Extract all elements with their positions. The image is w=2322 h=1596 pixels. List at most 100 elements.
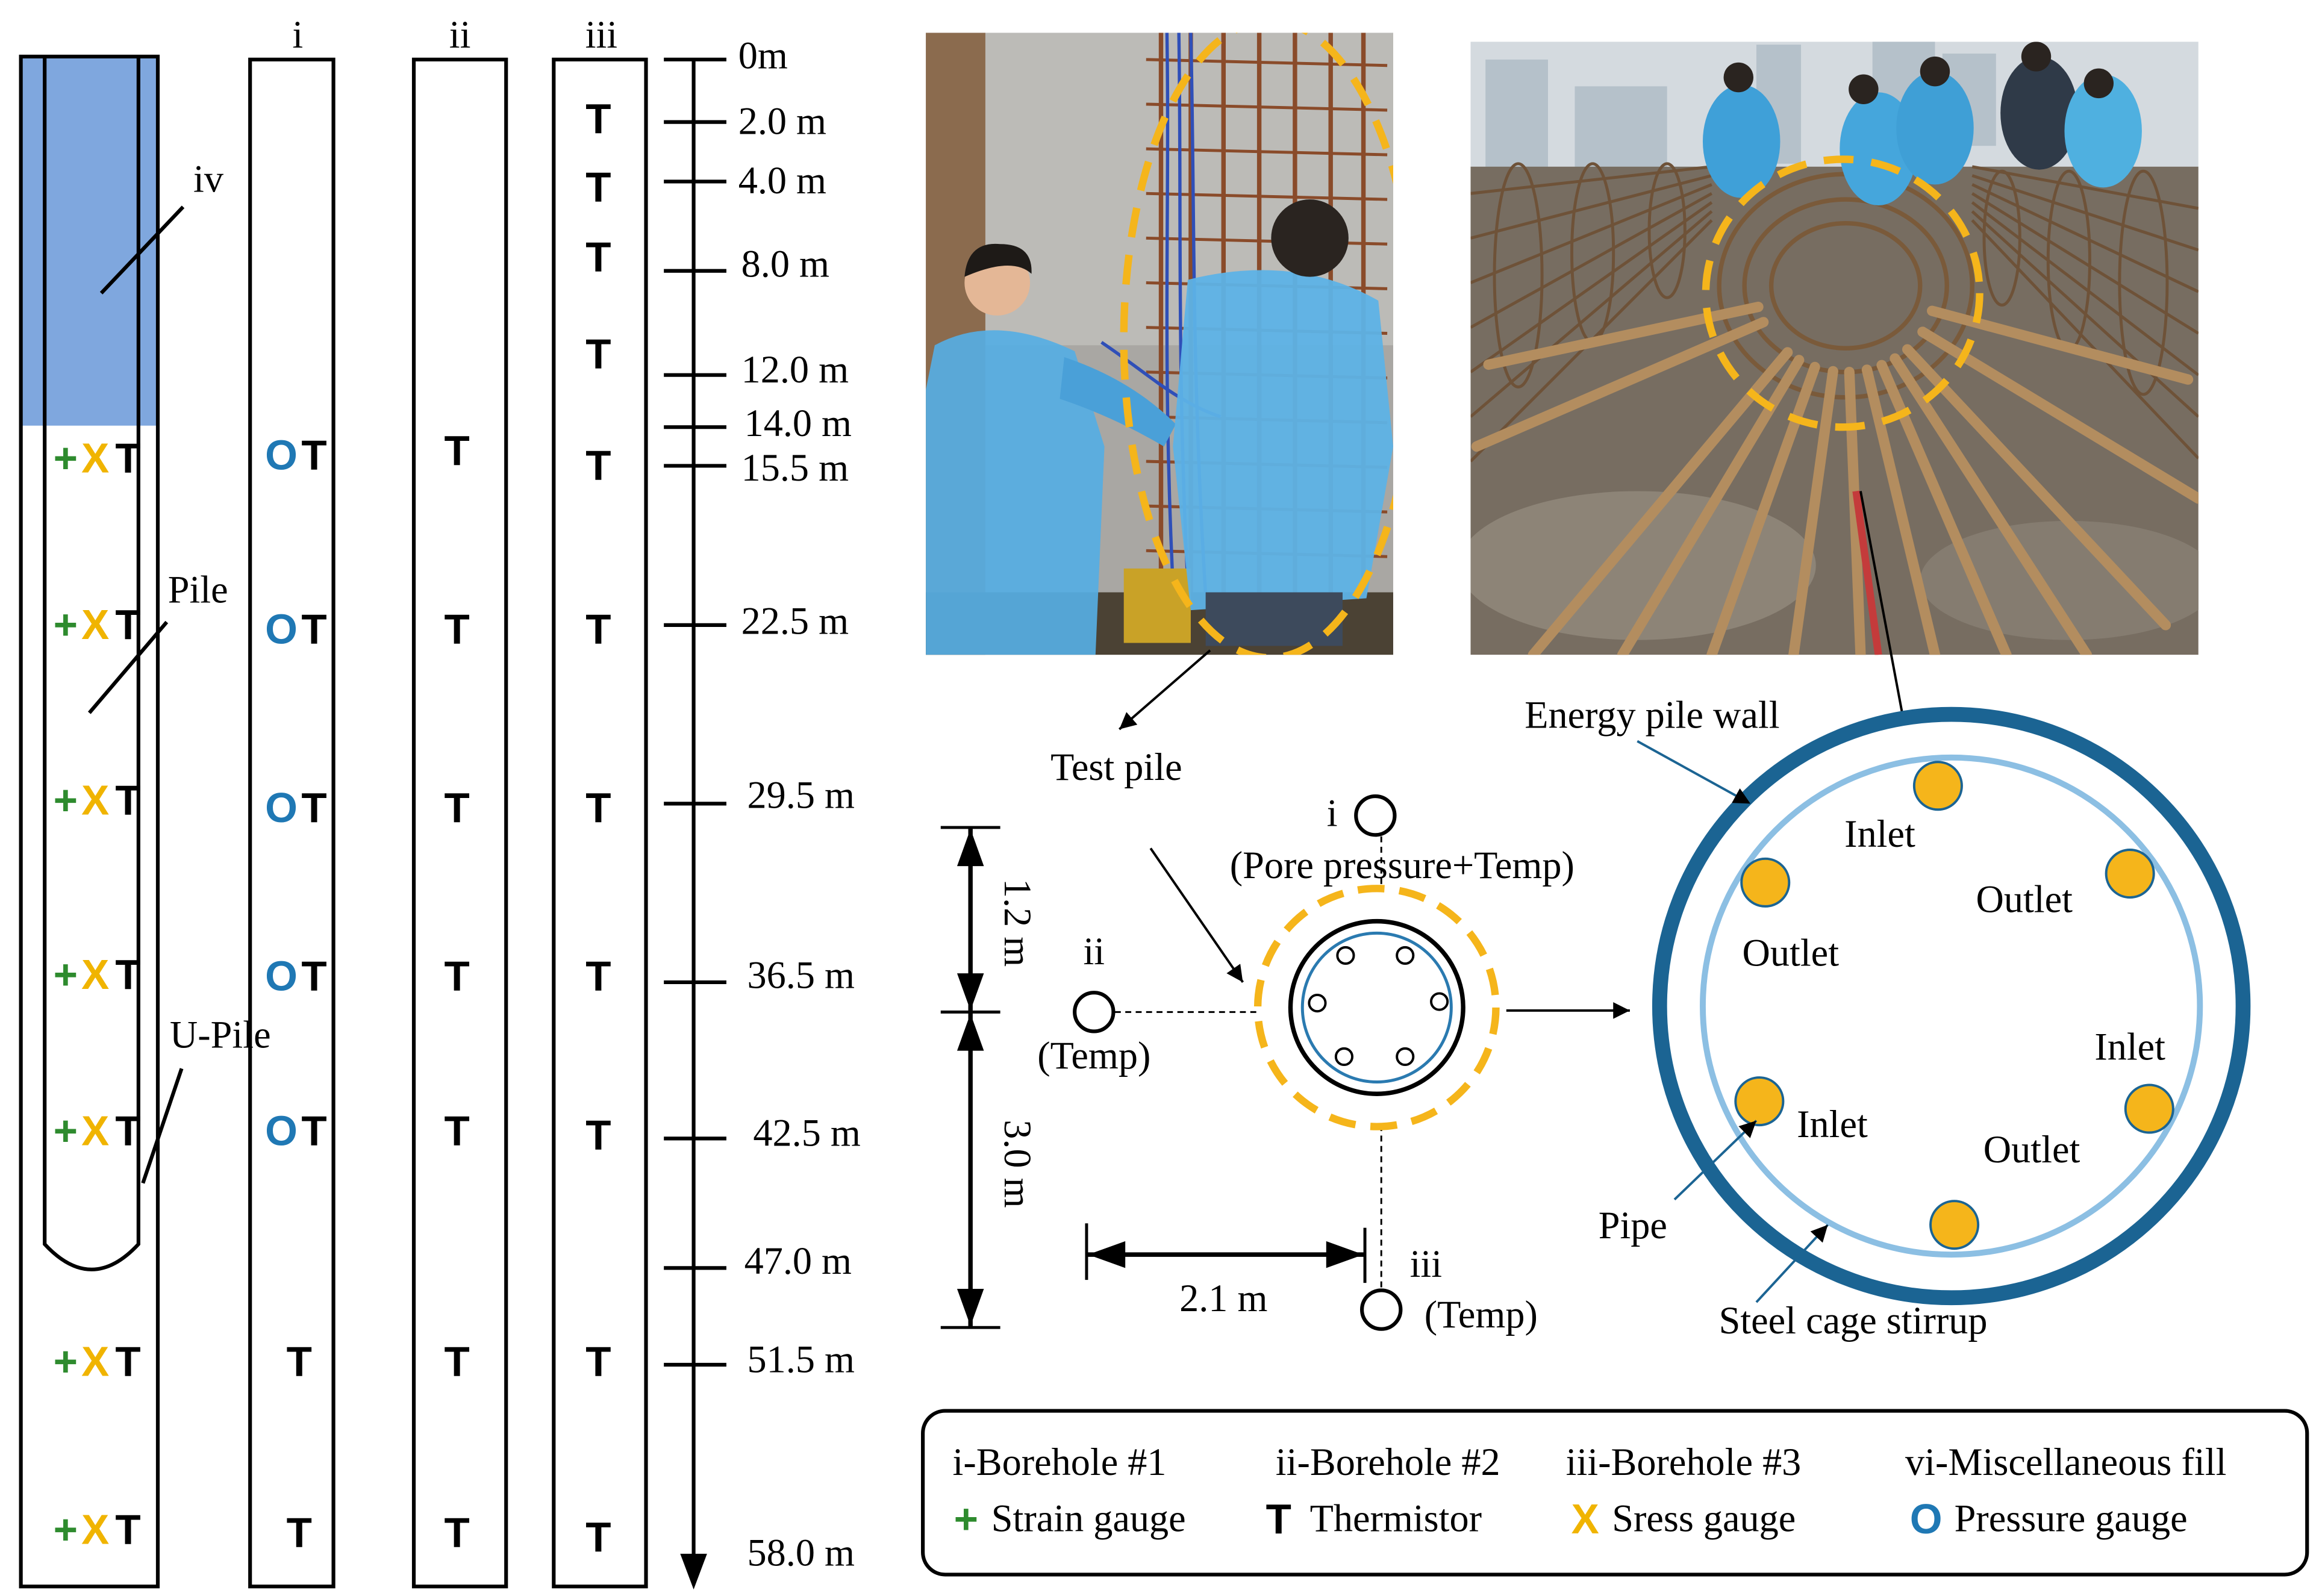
depth-label: 4.0 m	[738, 159, 826, 202]
thermistor-marker: T	[585, 234, 611, 281]
cage-bar	[1971, 192, 2199, 335]
borehole-iii-column	[552, 57, 648, 1589]
depth-axis: 0m2.0 m4.0 m8.0 m12.0 m14.0 m15.5 m22.5 …	[664, 34, 861, 1590]
pipe-label-outlet: Outlet	[1983, 1128, 2080, 1171]
column-header-iii: iii	[585, 13, 618, 56]
stress-gauge-marker: X	[81, 777, 109, 824]
horizontal-dimension: 2.1 m	[1085, 1223, 1367, 1320]
thermistor-marker: T	[115, 1506, 140, 1553]
dimension-arrowhead	[957, 829, 984, 867]
pipe-label-outlet: Outlet	[1976, 878, 2073, 921]
pipe-hole	[1396, 1047, 1415, 1067]
borehole-ii-marker	[1073, 991, 1116, 1033]
thermistor-marker: T	[301, 1107, 326, 1154]
legend-box	[921, 1409, 2309, 1577]
pipe-label: Pipe	[1599, 1204, 1667, 1247]
pipe-hole	[1336, 946, 1355, 965]
rebar	[1788, 366, 1838, 655]
rebar	[1706, 361, 1820, 655]
depth-label: 22.5 m	[741, 600, 849, 643]
photo-steel-cage-ground	[1470, 42, 2199, 655]
test-pile-stirrup	[1300, 931, 1453, 1083]
stirrup-label: Steel cage stirrup	[1719, 1299, 1988, 1342]
strain-gauge-marker: +	[54, 1338, 78, 1385]
worker-center	[1173, 199, 1393, 646]
pipe	[1929, 1200, 1980, 1250]
iv-leader-line	[99, 205, 185, 295]
rebar	[1917, 326, 2199, 504]
iv-label: iv	[193, 158, 224, 201]
borehole-ii-label: ii	[1083, 930, 1105, 973]
worker-raincoat	[1702, 84, 1781, 198]
thermistor-marker: T	[115, 601, 140, 648]
cage-highlight	[1702, 155, 1983, 431]
plan-view: Test pile i (Pore pressure+Temp) ii (Tem…	[940, 746, 1575, 1336]
photo-cage-installation	[926, 33, 1393, 655]
strain-gauge-marker: +	[54, 434, 78, 481]
worker	[2064, 68, 2142, 188]
test-pile-highlight-ring	[1253, 885, 1500, 1130]
pressure-gauge-marker: O	[265, 1107, 298, 1154]
cable	[1165, 33, 1178, 640]
pile-outline	[19, 54, 160, 1589]
thermistor-marker: T	[585, 1338, 611, 1385]
worker-raincoat	[926, 330, 1105, 655]
worker-raincoat	[2064, 74, 2142, 188]
worker	[1896, 56, 1974, 185]
depth-label: 15.5 m	[741, 446, 849, 489]
vertical-dimension: 1.2 m 3.0 m	[940, 826, 1039, 1329]
thermistor-marker: T	[585, 330, 611, 377]
depth-label: 51.5 m	[747, 1338, 855, 1380]
depth-label: 2.0 m	[738, 99, 826, 142]
depth-label: 47.0 m	[744, 1239, 852, 1282]
legend-strain-symbol: +	[954, 1495, 978, 1542]
rebar	[1890, 353, 2093, 655]
pipe-label-outlet: Outlet	[1742, 932, 1839, 974]
cage-bar	[1971, 201, 2199, 376]
thermistor-marker: T	[445, 1338, 470, 1385]
worker-head	[1271, 199, 1349, 277]
legend-strain-label: Strain gauge	[991, 1497, 1186, 1540]
worker-raincoat	[1173, 270, 1393, 611]
photo2-to-section-arrow	[1859, 491, 1915, 753]
pressure-gauge-marker: O	[265, 431, 298, 478]
legend-borehole-2: ii-Borehole #2	[1276, 1441, 1500, 1483]
strain-gauge-marker: +	[54, 1107, 78, 1154]
thermistor-marker: T	[445, 784, 470, 831]
thermistor-marker: T	[445, 1509, 470, 1556]
pipe-label-inlet: Inlet	[1797, 1103, 1868, 1146]
worker-head	[2083, 68, 2114, 99]
depth-label: 14.0 m	[744, 402, 852, 444]
cage-bar	[1470, 192, 1713, 329]
cage-ring	[1647, 162, 1687, 299]
thermistor-marker: T	[585, 605, 611, 652]
worker	[2000, 42, 2078, 170]
u-pile-outline	[43, 56, 140, 1271]
legend-thermistor-label: Thermistor	[1310, 1497, 1482, 1540]
column-header-i: i	[292, 13, 303, 56]
pile-leader-line	[87, 620, 169, 714]
thermistor-marker: T	[585, 164, 611, 211]
cage-ring	[2118, 169, 2169, 396]
worker	[1702, 62, 1781, 198]
depth-label: 58.0 m	[747, 1532, 855, 1574]
dimension-arrowhead	[957, 973, 984, 1011]
cage-bar	[1470, 201, 1713, 373]
thermistor-marker: T	[445, 605, 470, 652]
pipe-label-inlet: Inlet	[1844, 812, 1915, 855]
rebar	[1471, 317, 1769, 452]
pressure-gauge-marker: O	[265, 952, 298, 999]
pressure-gauge-marker: O	[265, 784, 298, 831]
cage-bar	[1971, 219, 2199, 460]
machine-part	[1123, 568, 1191, 643]
cage-ring	[1146, 58, 1388, 67]
pipe	[2124, 1083, 2174, 1134]
borehole-ii-column	[411, 57, 508, 1589]
cage-ring	[1146, 102, 1388, 112]
legend-stress-label: Sress gauge	[1612, 1497, 1796, 1540]
steel-cage-stirrup	[1700, 754, 2203, 1258]
thermistor-marker: T	[115, 951, 140, 998]
borehole-i-label: i	[1327, 791, 1338, 834]
thermistor-marker: T	[445, 952, 470, 999]
